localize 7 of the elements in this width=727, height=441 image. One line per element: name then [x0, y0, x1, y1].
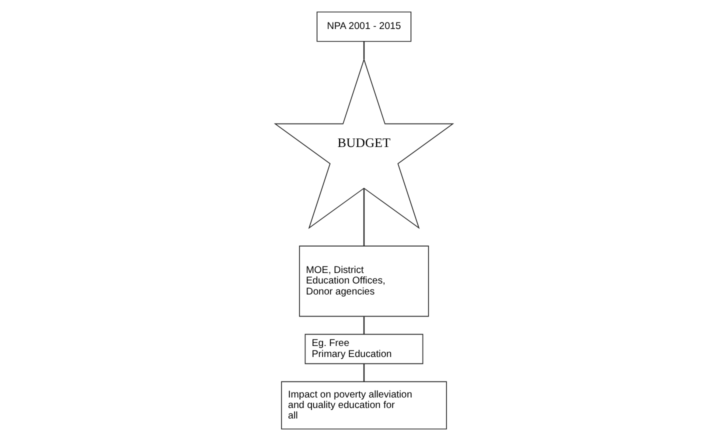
- node-box: Impact on poverty alleviation and quality education for all: [280, 381, 446, 430]
- connector: [362, 364, 364, 382]
- node-box: MOE, District Education Offices, Donor agencies: [298, 246, 428, 317]
- node-box: Eg. Free Primary Education: [304, 334, 423, 364]
- connector: [362, 316, 364, 334]
- connector: [362, 41, 364, 60]
- node-box: NPA 2001 - 2015: [316, 12, 411, 42]
